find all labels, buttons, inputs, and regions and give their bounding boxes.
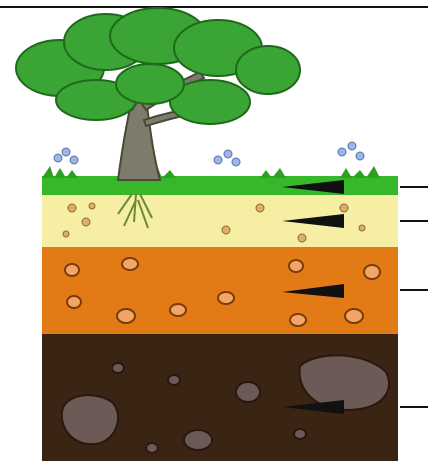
tree-foliage bbox=[16, 8, 300, 124]
grass-layer bbox=[42, 176, 398, 195]
flower-cluster-left bbox=[54, 148, 78, 164]
subsoil-layer bbox=[42, 247, 398, 334]
flower-cluster-middle bbox=[214, 150, 240, 166]
topsoil-layer bbox=[42, 194, 398, 247]
flower-cluster-right bbox=[338, 142, 364, 160]
